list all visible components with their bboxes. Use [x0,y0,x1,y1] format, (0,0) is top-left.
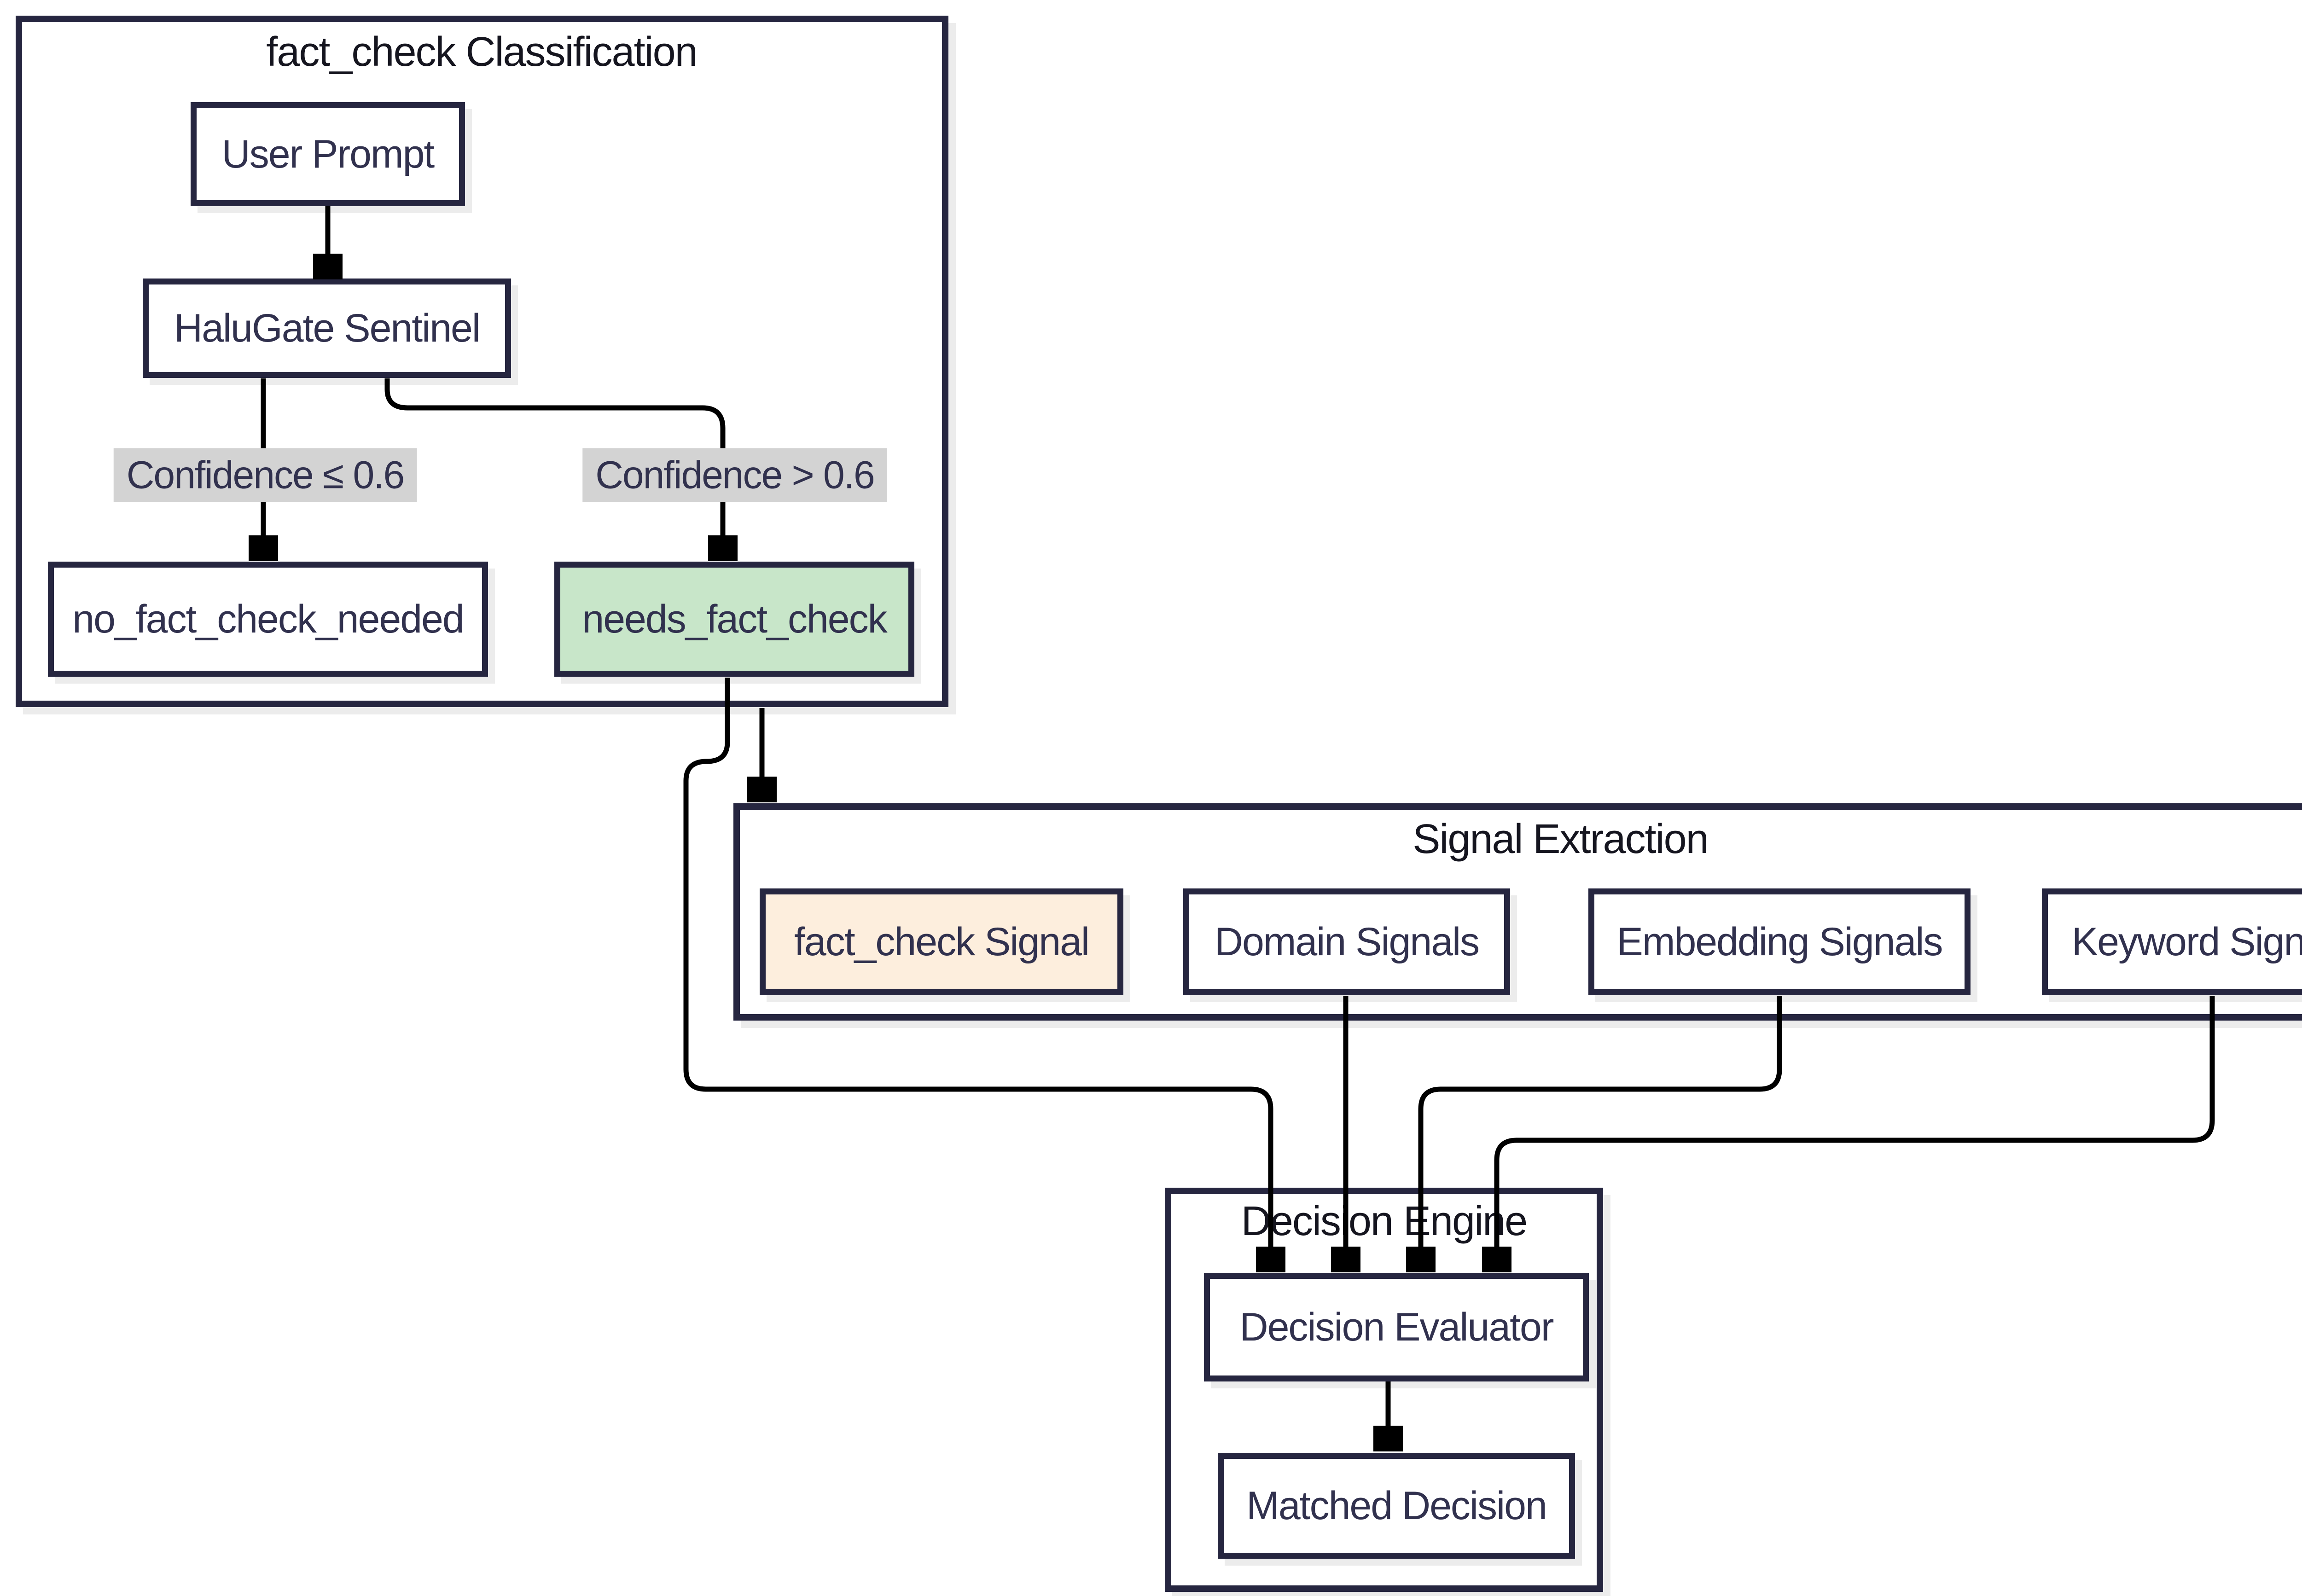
subgraph-title-classification: fact_check Classification [266,29,698,75]
node-matched-decision: Matched Decision [1218,1453,1575,1559]
node-label: needs_fact_check [582,597,887,641]
node-domain-signals: Domain Signals [1183,888,1510,995]
node-halugate-sentinel: HaluGate Sentinel [143,279,511,378]
node-label: no_fact_check_needed [72,597,464,641]
node-fact-check-signal: fact_check Signal [760,888,1123,995]
subgraph-title-signal-extraction: Signal Extraction [1413,816,1709,862]
subgraph-title-decision-engine: Decision Engine [1241,1198,1528,1244]
node-decision-evaluator: Decision Evaluator [1204,1273,1589,1381]
node-label: Matched Decision [1246,1483,1547,1528]
edge-label-confidence-low: Confidence ≤ 0.6 [113,448,417,502]
node-label: fact_check Signal [794,919,1090,964]
node-label: HaluGate Sentinel [174,306,481,350]
node-label: Decision Evaluator [1239,1305,1554,1349]
node-keyword-signals: Keyword Signals [2042,888,2302,995]
node-needs-fact-check: needs_fact_check [554,562,914,677]
node-label: User Prompt [221,132,435,176]
edge-embedding-signals-to-decision-evaluator [1421,996,1782,1271]
node-no-fact-check-needed: no_fact_check_needed [48,562,488,677]
node-embedding-signals: Embedding Signals [1588,888,1971,995]
node-label: Domain Signals [1214,919,1480,964]
edge-halugate-to-needs-fact-check [384,378,723,560]
edge-needs-fact-check-to-decision-evaluator [683,678,1271,1271]
node-user-prompt: User Prompt [191,102,465,206]
node-label: Keyword Signals [2071,919,2302,964]
node-label: Embedding Signals [1616,919,1943,964]
edge-keyword-signals-to-decision-evaluator [1497,996,2215,1271]
edge-label-confidence-high: Confidence > 0.6 [582,448,887,502]
